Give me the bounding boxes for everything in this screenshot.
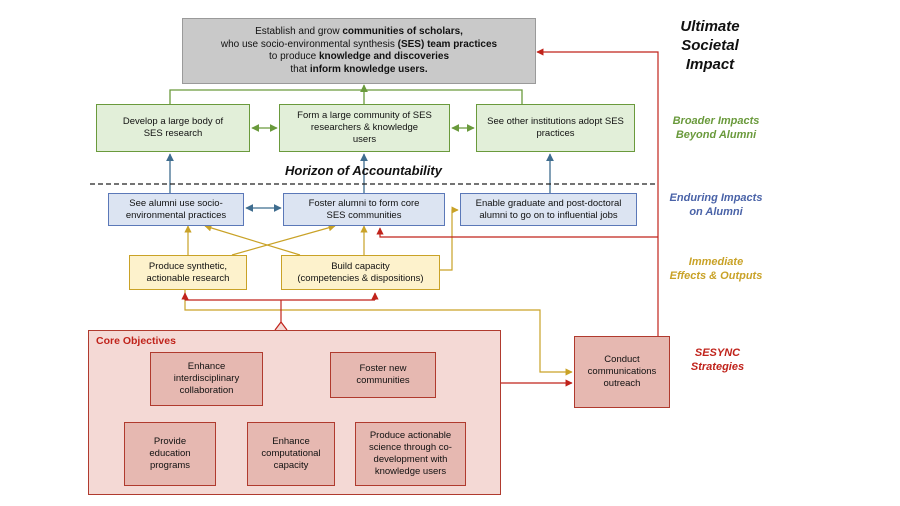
core-box-interdisciplinary: Enhance interdisciplinary collaboration	[150, 352, 263, 406]
immediate-box-actionable-research: Produce synthetic, actionable research	[129, 255, 247, 290]
top-goal-box: Establish and grow communities of schola…	[182, 18, 536, 84]
box-text: users	[352, 133, 377, 145]
label-ultimate-impact: Ultimate Societal Impact	[655, 18, 765, 74]
broader-box-ses-community: Form a large community of SES researcher…	[279, 104, 450, 152]
box-text: Enhance	[272, 436, 310, 448]
box-text: outreach	[603, 377, 641, 389]
box-text: Foster new	[359, 363, 407, 375]
goal-text: that	[290, 63, 310, 75]
label-line: Effects & Outputs	[669, 269, 763, 282]
goal-highlight: (SES) team practices	[397, 38, 498, 50]
goal-highlight: inform knowledge users.	[309, 63, 428, 75]
box-text: development with	[373, 454, 448, 465]
box-text: See alumni use socio-	[129, 197, 223, 209]
immediate-box-build-capacity: Build capacity (competencies & dispositi…	[281, 255, 440, 290]
box-text: interdisciplinary	[173, 373, 240, 385]
box-text: actionable research	[146, 272, 230, 284]
box-text: communications	[587, 366, 657, 378]
box-text: education	[149, 448, 191, 460]
box-text: Form a large community of SES	[297, 110, 432, 122]
box-text: capacity	[273, 459, 309, 471]
box-text: practices	[536, 128, 575, 139]
box-text: Develop a large body of	[122, 116, 224, 128]
label-enduring-impacts: Enduring Impacts on Alumni	[660, 192, 772, 220]
box-text: communities	[356, 375, 410, 386]
label-line: SESYNC	[694, 347, 741, 359]
core-box-actionable-science: Produce actionable science through co- d…	[355, 422, 466, 486]
outreach-box: Conduct communications outreach	[574, 336, 670, 408]
label-line: Beyond Alumni	[675, 128, 757, 141]
box-text: programs	[149, 459, 191, 471]
box-text: science through co-	[369, 442, 452, 454]
goal-text: Establish and grow	[255, 26, 343, 37]
label-immediate-effects: Immediate Effects & Outputs	[660, 256, 772, 284]
label-line: Societal	[681, 36, 739, 54]
enduring-box-alumni-practices: See alumni use socio- environmental prac…	[108, 193, 244, 226]
box-text: (competencies & dispositions)	[297, 272, 424, 284]
box-text: Produce synthetic,	[148, 260, 228, 272]
broader-box-other-institutions: See other institutions adopt SES practic…	[476, 104, 635, 152]
box-text: See other institutions adopt SES	[487, 116, 624, 128]
box-text: Produce actionable	[369, 430, 452, 442]
label-line: Immediate	[688, 256, 744, 268]
blue-connectors	[166, 153, 554, 212]
box-text: alumni to go on to influential jobs	[479, 209, 618, 221]
core-box-education: Provide education programs	[124, 422, 216, 486]
enduring-box-influential-jobs: Enable graduate and post-doctoral alumni…	[460, 193, 637, 226]
label-sesync-strategies: SESYNC Strategies	[670, 347, 765, 375]
label-broader-impacts: Broader Impacts Beyond Alumni	[660, 115, 772, 143]
label-line: Enduring Impacts	[669, 192, 763, 204]
box-text: collaboration	[179, 384, 234, 396]
goal-highlight: knowledge and discoveries	[319, 51, 450, 62]
label-line: on Alumni	[689, 205, 743, 218]
box-text: Conduct	[604, 354, 640, 366]
box-text: knowledge users	[374, 465, 447, 477]
green-connectors	[169, 84, 523, 132]
box-text: SES research	[143, 128, 203, 139]
goal-highlight: communities of scholars,	[342, 26, 463, 37]
box-text: Enhance	[187, 361, 226, 373]
box-text: computational	[261, 448, 321, 460]
broader-box-ses-research: Develop a large body of SES research	[96, 104, 250, 152]
core-box-computational: Enhance computational capacity	[247, 422, 335, 486]
gold-connectors	[184, 206, 573, 376]
box-text: Build capacity	[331, 260, 390, 272]
label-line: Impact	[685, 55, 735, 73]
goal-text: who use socio-environmental synthesis	[220, 38, 398, 50]
core-objectives-title: Core Objectives	[96, 335, 176, 347]
box-text: environmental practices	[125, 209, 227, 221]
goal-text: to produce	[268, 51, 319, 62]
box-text: SES communities	[326, 209, 402, 221]
box-text: researchers & knowledge	[310, 122, 419, 134]
box-text: Foster alumni to form core	[308, 197, 420, 209]
core-box-new-communities: Foster new communities	[330, 352, 436, 398]
label-line: Ultimate	[680, 18, 740, 35]
horizon-label: Horizon of Accountability	[285, 163, 442, 178]
box-text: Enable graduate and post-doctoral	[475, 197, 622, 209]
label-line: Strategies	[690, 360, 745, 373]
enduring-box-core-communities: Foster alumni to form core SES communiti…	[283, 193, 445, 226]
box-text: Provide	[153, 436, 187, 448]
label-line: Broader Impacts	[672, 115, 760, 127]
